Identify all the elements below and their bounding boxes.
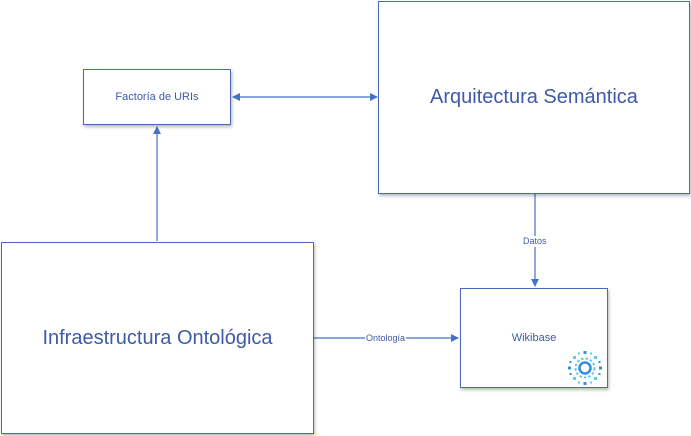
edge-label-ontologia: Ontología bbox=[365, 333, 407, 344]
node-ontological-infrastructure-label: Infraestructura Ontológica bbox=[42, 326, 273, 349]
node-semantic-architecture-label: Arquitectura Semántica bbox=[430, 86, 638, 108]
node-ontological-infrastructure: Infraestructura Ontológica bbox=[1, 242, 314, 434]
node-uri-factory: Factoría de URIs bbox=[83, 69, 231, 125]
node-wikibase-label: Wikibase bbox=[511, 332, 557, 344]
edge-label-datos: Datos bbox=[522, 236, 548, 247]
wikibase-logo-icon bbox=[568, 351, 602, 385]
node-semantic-architecture: Arquitectura Semántica bbox=[378, 1, 690, 194]
node-wikibase: Wikibase bbox=[460, 288, 608, 388]
node-uri-factory-label: Factoría de URIs bbox=[115, 91, 199, 103]
